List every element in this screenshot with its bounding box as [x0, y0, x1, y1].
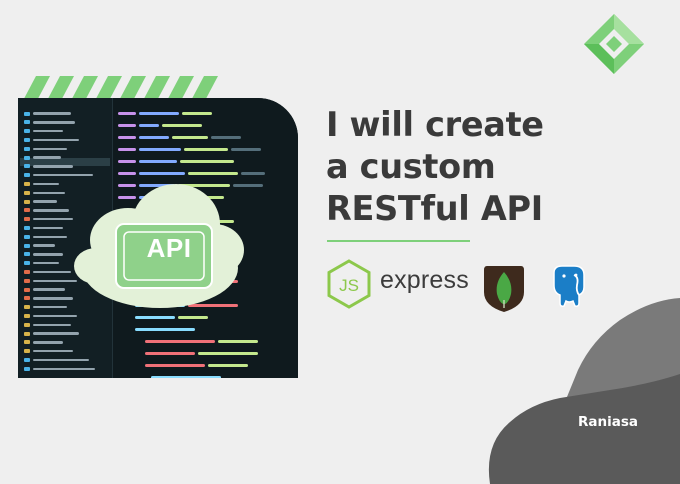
api-badge-label: API: [146, 233, 192, 263]
diamond-logo-icon: [584, 14, 644, 74]
file-tree: [24, 110, 110, 374]
express-label: express: [380, 266, 469, 294]
api-cloud-icon: [74, 184, 244, 308]
postgresql-icon: [553, 265, 585, 307]
mongodb-icon: [484, 266, 524, 312]
headline-divider: [327, 240, 470, 242]
headline-line-1: I will create: [326, 105, 544, 144]
headline-line-3: RESTful API: [326, 189, 543, 228]
headline: I will create a custom RESTful API: [326, 104, 596, 230]
nodejs-icon: JS: [327, 259, 371, 309]
author-name: Raniasa: [578, 414, 638, 430]
nodejs-label: JS: [339, 276, 359, 295]
code-editor-image: [18, 98, 298, 378]
headline-line-2: a custom: [326, 147, 496, 186]
decorative-blobs: [488, 298, 680, 484]
